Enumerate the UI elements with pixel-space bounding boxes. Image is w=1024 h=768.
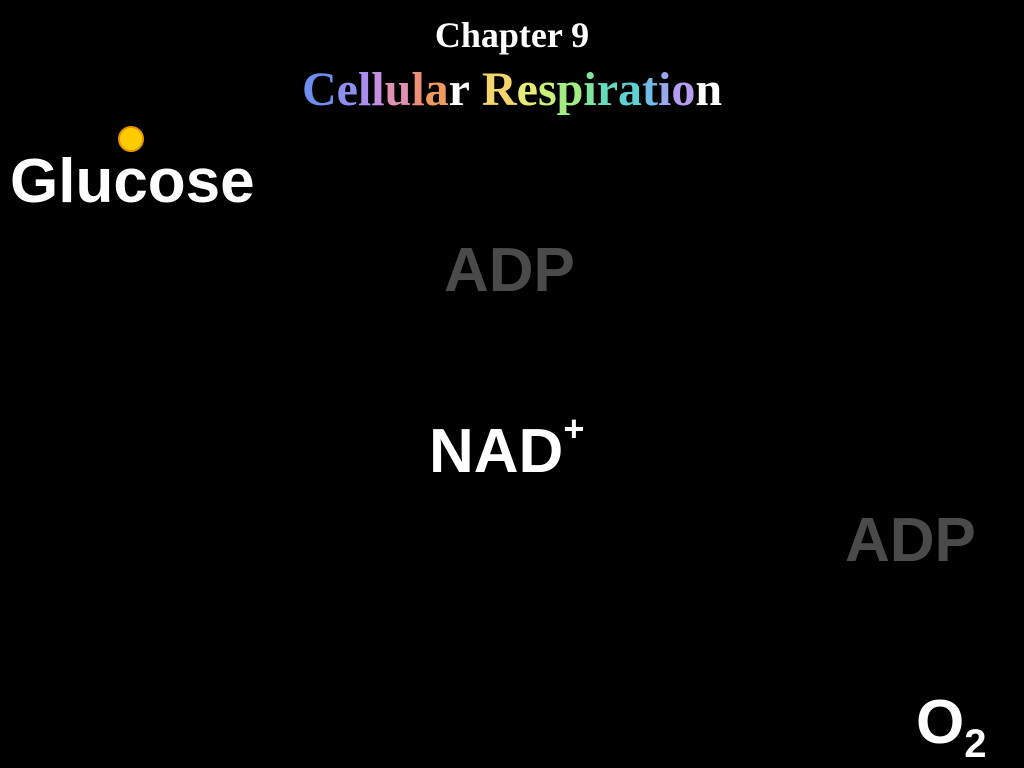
title-letter: r bbox=[448, 63, 470, 116]
title-letter: t bbox=[642, 63, 658, 116]
nad-label: NAD+ bbox=[429, 411, 584, 487]
title-letter: l bbox=[411, 63, 425, 116]
title-letter: n bbox=[695, 63, 723, 116]
adp-label-bottom: ADP bbox=[845, 506, 976, 575]
title-letter: u bbox=[384, 63, 412, 116]
title-letter: e bbox=[336, 63, 358, 116]
slide-title: Cellular Respiration bbox=[0, 62, 1024, 118]
title-letter: R bbox=[481, 63, 517, 116]
title-letter: p bbox=[556, 63, 584, 116]
title-letter: o bbox=[671, 63, 696, 116]
title-letter: l bbox=[371, 63, 385, 116]
glucose-molecule-dot bbox=[118, 126, 144, 152]
title-letter: i bbox=[658, 63, 672, 116]
title-space bbox=[470, 62, 482, 118]
oxygen-text: O bbox=[916, 688, 965, 757]
title-letter: l bbox=[357, 63, 372, 116]
nad-superscript: + bbox=[563, 408, 585, 449]
title-letter: a bbox=[424, 63, 449, 116]
oxygen-label: O2 bbox=[916, 688, 986, 764]
title-letter: s bbox=[537, 63, 557, 116]
glucose-label: Glucose bbox=[10, 147, 255, 216]
nad-text: NAD bbox=[429, 417, 564, 486]
chapter-heading: Chapter 9 bbox=[434, 15, 590, 55]
title-letter: r bbox=[596, 63, 619, 116]
oxygen-subscript: 2 bbox=[964, 722, 987, 766]
title-letter: C bbox=[301, 63, 337, 116]
adp-label-top: ADP bbox=[444, 236, 575, 305]
title-letter: a bbox=[618, 63, 643, 116]
title-letter: i bbox=[583, 63, 597, 116]
title-letter: e bbox=[516, 63, 538, 116]
